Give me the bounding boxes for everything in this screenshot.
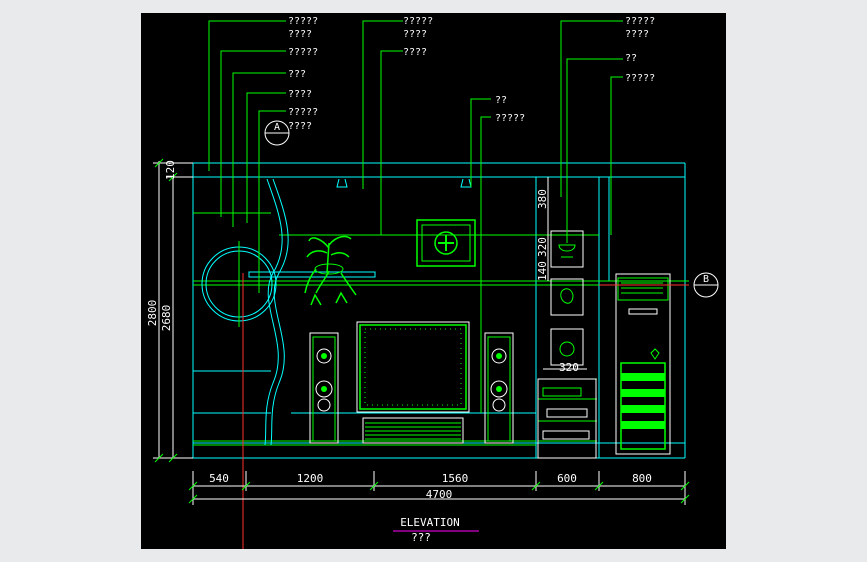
- dim-4700: 4700: [426, 488, 453, 501]
- section-cut: [242, 273, 689, 549]
- callout-l4: ????: [288, 89, 312, 100]
- section-marker-b: B: [693, 272, 719, 298]
- dim-1560: 1560: [442, 472, 469, 485]
- callouts-right: ????? ???? ?? ?????: [625, 16, 655, 84]
- title-block: ELEVATION ???: [393, 516, 479, 544]
- drawing-subtitle: ???: [411, 531, 431, 544]
- drawing-title: ELEVATION: [400, 516, 460, 529]
- dim-600: 600: [557, 472, 577, 485]
- display-niches: [550, 230, 584, 366]
- dim-2680: 2680: [160, 305, 173, 332]
- callouts-left: ????? ???? ????? ??? ???? ????? ????: [288, 16, 318, 132]
- callout-l3: ???: [288, 69, 306, 80]
- dim-320a: 320: [536, 237, 549, 257]
- dim-2800: 2800: [146, 300, 159, 327]
- curved-panel: [264, 178, 289, 446]
- callout-r2: ??: [625, 53, 637, 64]
- callout-r1a: ?????: [625, 16, 655, 27]
- callout-l2: ?????: [288, 47, 318, 58]
- dimensions-bottom: [188, 471, 690, 505]
- ceiling-lights: [336, 178, 472, 188]
- callouts-middle: ????? ???? ???? ?? ?????: [403, 16, 525, 124]
- callout-m4: ?????: [495, 113, 525, 124]
- round-mirror: [201, 241, 277, 327]
- callout-m1a: ?????: [403, 16, 433, 27]
- dimensions-shelf: [543, 177, 587, 370]
- callout-m3: ??: [495, 95, 507, 106]
- callout-r1b: ????: [625, 29, 649, 40]
- callout-l5: ?????: [288, 107, 318, 118]
- television: [356, 321, 470, 444]
- dim-120: 120: [164, 160, 177, 180]
- callout-l1a: ?????: [288, 16, 318, 27]
- framed-picture: [416, 219, 476, 267]
- dimensions-left: [153, 158, 193, 463]
- section-marker-b-label: B: [703, 274, 709, 285]
- dim-800: 800: [632, 472, 652, 485]
- dim-1200: 1200: [297, 472, 324, 485]
- dimension-labels-left: 120 2800 2680: [146, 160, 177, 331]
- dim-140: 140: [536, 261, 549, 281]
- callout-l6: ????: [288, 121, 312, 132]
- callout-l1b: ????: [288, 29, 312, 40]
- callout-m2: ????: [403, 47, 427, 58]
- section-marker-a-label: A: [274, 122, 280, 133]
- dim-320b: 320: [559, 361, 579, 374]
- cad-viewport: A B ????? ???? ????? ??? ???? ????? ????…: [141, 13, 726, 549]
- air-conditioner: [615, 273, 671, 455]
- leader-lines: [208, 20, 623, 413]
- dimension-labels-shelf: 380 320 140 320: [536, 189, 579, 374]
- callout-r3: ?????: [625, 73, 655, 84]
- media-cabinet: [537, 378, 597, 459]
- speaker-right: [484, 332, 514, 444]
- elevation-drawing: A B ????? ???? ????? ??? ???? ????? ????…: [146, 16, 719, 549]
- dimension-labels-bottom: 540 1200 1560 600 800 4700: [209, 472, 652, 501]
- dim-540: 540: [209, 472, 229, 485]
- speaker-left: [309, 332, 339, 444]
- section-marker-a: A: [264, 120, 290, 146]
- plant-shelf: [248, 235, 376, 306]
- dim-380: 380: [536, 189, 549, 209]
- callout-m1b: ????: [403, 29, 427, 40]
